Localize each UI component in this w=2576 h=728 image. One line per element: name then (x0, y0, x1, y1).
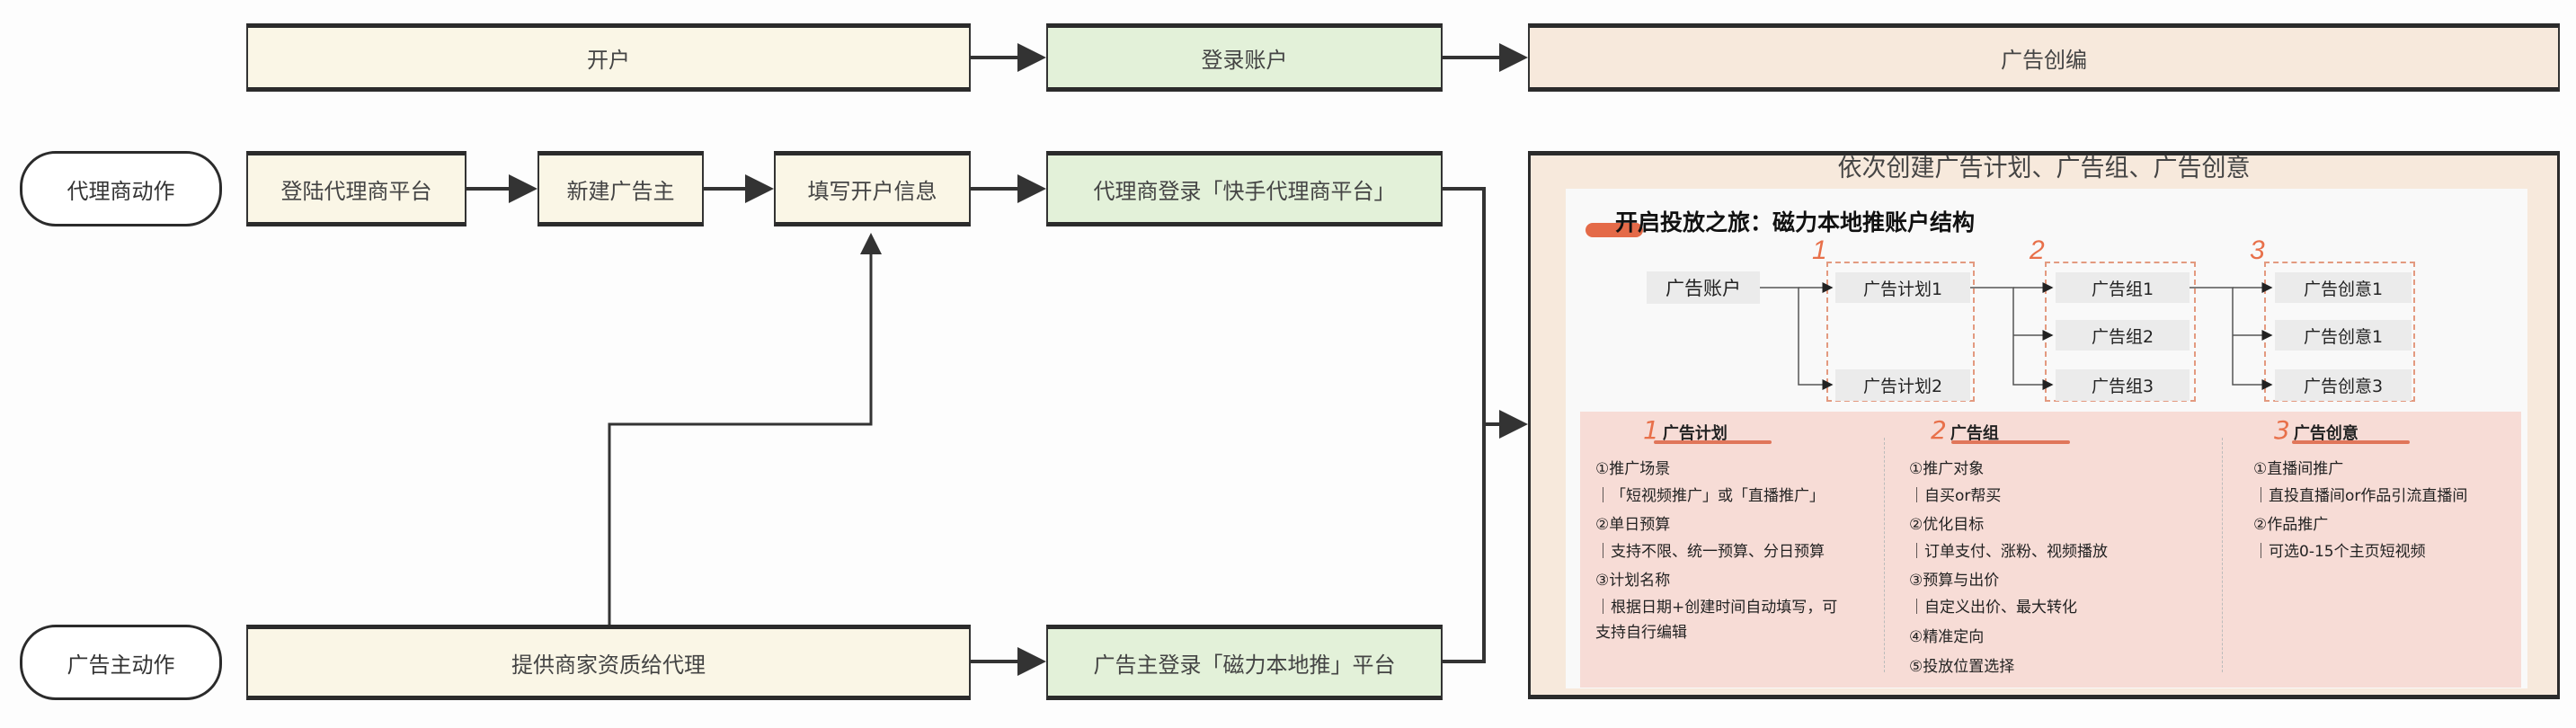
column-underline (1951, 440, 2070, 444)
detail-line: ｜订单支付、涨粉、视频播放 (1909, 543, 2108, 561)
column-title: 广告组 (1950, 424, 1999, 443)
step-advertiser-login: 广告主登录「磁力本地推」平台 (1046, 625, 1443, 700)
column-title: 广告计划 (1662, 424, 1728, 443)
step-agent-login: 代理商登录「快手代理商平台」 (1046, 151, 1443, 226)
plan-group-frame (1826, 262, 1975, 402)
lane-label: 广告主动作 (67, 652, 175, 678)
step-label: 代理商登录「快手代理商平台」 (1093, 178, 1396, 204)
step-label: 登陆代理商平台 (280, 178, 432, 204)
level-number: 1 (1812, 235, 1827, 265)
phase-label: 广告创编 (2001, 47, 2087, 73)
phase-login-account: 登录账户 (1046, 23, 1443, 92)
step-login-agent-platform: 登陆代理商平台 (246, 151, 466, 226)
detail-line: ①推广对象 (1909, 460, 1985, 478)
level-number: 2 (2030, 235, 2045, 265)
detail-line: ｜根据日期+创建时间自动填写，可 (1595, 599, 1838, 617)
column-number: 2 (1931, 415, 1947, 445)
node-ad-account: 广告账户 (1647, 271, 1760, 304)
detail-line: ｜直投直播间or作品引流直播间 (2253, 487, 2468, 505)
column-divider (2222, 438, 2223, 672)
phase-open-account: 开户 (246, 23, 971, 92)
detail-line: ③预算与出价 (1909, 572, 2000, 590)
lane-agent: 代理商动作 (20, 151, 222, 226)
title-accent (1586, 223, 1643, 237)
step-provide-qualifications: 提供商家资质给代理 (246, 625, 971, 700)
detail-line: ｜自买or帮买 (1909, 487, 2002, 505)
line-agent-login-to-panel (1443, 187, 1486, 424)
step-label: 填写开户信息 (807, 178, 937, 204)
detail-line: ④精准定向 (1909, 628, 1985, 646)
phase-label: 登录账户 (1201, 47, 1288, 73)
lane-label: 代理商动作 (67, 178, 175, 204)
detail-line: ｜支持不限、统一预算、分日预算 (1595, 543, 1825, 561)
lane-advertiser: 广告主动作 (20, 625, 222, 700)
detail-line: ｜可选0-15个主页短视频 (2253, 543, 2426, 561)
detail-line: ②作品推广 (2253, 516, 2329, 534)
line-provide-to-fill-info (608, 233, 882, 625)
node-group: 广告组1 (2056, 272, 2190, 303)
detail-line: ③计划名称 (1595, 572, 1671, 590)
structure-title: 开启投放之旅：磁力本地推账户结构 (1615, 209, 1976, 235)
column-number: 1 (1643, 415, 1659, 445)
detail-line: ②单日预算 (1595, 516, 1671, 534)
detail-line: ⑤投放位置选择 (1909, 658, 2015, 676)
phase-ad-creation: 广告创编 (1528, 23, 2560, 92)
step-new-advertiser: 新建广告主 (537, 151, 704, 226)
step-label: 新建广告主 (566, 178, 675, 204)
node-group: 广告组2 (2056, 320, 2190, 351)
column-number: 3 (2274, 415, 2290, 445)
column-divider (1884, 438, 1885, 672)
creation-panel-title: 依次创建广告计划、广告组、广告创意 (1837, 155, 2251, 182)
node-creative: 广告创意3 (2275, 369, 2412, 401)
detail-line: ①直播间推广 (2253, 460, 2344, 478)
column-underline (2292, 440, 2410, 444)
detail-line: 支持自行编辑 (1595, 624, 1687, 642)
level-number: 3 (2250, 235, 2265, 265)
detail-line: ②优化目标 (1909, 516, 1985, 534)
column-title: 广告创意 (2293, 424, 2358, 443)
phase-label: 开户 (587, 47, 630, 73)
node-creative: 广告创意1 (2275, 272, 2412, 303)
step-label: 提供商家资质给代理 (511, 652, 706, 678)
detail-line: ①推广场景 (1595, 460, 1671, 478)
detail-line: ｜「短视频推广」或「直播推广」 (1595, 487, 1825, 505)
details-section (1580, 412, 2521, 688)
node-group: 广告组3 (2056, 369, 2190, 401)
node-plan: 广告计划2 (1835, 369, 1970, 401)
step-fill-account-info: 填写开户信息 (774, 151, 971, 226)
node-creative: 广告创意1 (2275, 320, 2412, 351)
column-underline (1654, 440, 1772, 444)
detail-line: ｜自定义出价、最大转化 (1909, 599, 2077, 617)
line-advertiser-login-to-panel (1443, 424, 1486, 663)
step-label: 广告主登录「磁力本地推」平台 (1093, 652, 1396, 678)
node-plan: 广告计划1 (1835, 272, 1970, 303)
